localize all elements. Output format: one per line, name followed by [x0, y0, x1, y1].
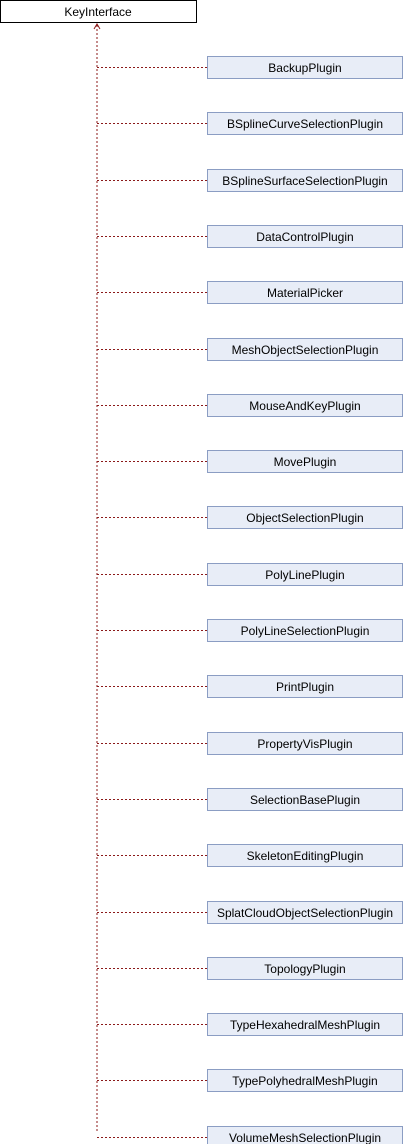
derived-class-label: VolumeMeshSelectionPlugin	[229, 1131, 381, 1144]
derived-class-box	[207, 169, 403, 192]
derived-class-box	[207, 1069, 403, 1092]
derived-class-box	[207, 338, 403, 361]
derived-class-label: BSplineCurveSelectionPlugin	[227, 117, 383, 131]
derived-class-node-bspline-surface-selection-plugin[interactable]: BSplineSurfaceSelectionPlugin	[207, 169, 403, 192]
derived-class-node-data-control-plugin[interactable]: DataControlPlugin	[207, 225, 403, 248]
derived-class-box	[207, 563, 403, 586]
derived-class-box	[207, 732, 403, 755]
derived-class-node-type-polyhedral-mesh-plugin[interactable]: TypePolyhedralMeshPlugin	[207, 1069, 403, 1092]
derived-class-label: PrintPlugin	[276, 680, 334, 694]
derived-class-box	[207, 112, 403, 135]
derived-class-box	[207, 844, 403, 867]
derived-class-box	[207, 675, 403, 698]
derived-class-box	[207, 56, 403, 79]
derived-class-label: TypeHexahedralMeshPlugin	[230, 1018, 380, 1032]
inheritance-arrowhead	[93, 23, 101, 30]
derived-class-box	[207, 225, 403, 248]
derived-class-label: PolyLinePlugin	[265, 568, 344, 582]
derived-class-label: SplatCloudObjectSelectionPlugin	[217, 906, 393, 920]
derived-class-box	[207, 1126, 403, 1144]
derived-class-label: DataControlPlugin	[256, 230, 353, 244]
derived-class-label: TopologyPlugin	[264, 962, 345, 976]
derived-class-node-skeleton-editing-plugin[interactable]: SkeletonEditingPlugin	[207, 844, 403, 867]
derived-class-box	[207, 788, 403, 811]
derived-class-node-print-plugin[interactable]: PrintPlugin	[207, 675, 403, 698]
derived-class-node-object-selection-plugin[interactable]: ObjectSelectionPlugin	[207, 506, 403, 529]
derived-class-node-mesh-object-selection-plugin[interactable]: MeshObjectSelectionPlugin	[207, 338, 403, 361]
base-class-label: KeyInterface	[64, 5, 132, 19]
derived-class-label: ObjectSelectionPlugin	[246, 511, 363, 525]
derived-class-node-material-picker[interactable]: MaterialPicker	[207, 281, 403, 304]
derived-class-label: MeshObjectSelectionPlugin	[232, 343, 379, 357]
derived-class-box	[207, 957, 403, 980]
derived-class-node-poly-line-plugin[interactable]: PolyLinePlugin	[207, 563, 403, 586]
derived-class-label: PolyLineSelectionPlugin	[241, 624, 370, 638]
derived-class-box	[207, 450, 403, 473]
derived-class-label: PropertyVisPlugin	[257, 737, 352, 751]
derived-class-box	[207, 1013, 403, 1036]
derived-class-box	[207, 281, 403, 304]
derived-classes-group: BackupPluginBSplineCurveSelectionPluginB…	[97, 56, 403, 1144]
derived-class-label: TypePolyhedralMeshPlugin	[232, 1074, 377, 1088]
derived-class-label: MouseAndKeyPlugin	[249, 399, 360, 413]
derived-class-node-type-hexahedral-mesh-plugin[interactable]: TypeHexahedralMeshPlugin	[207, 1013, 403, 1036]
derived-class-label: BackupPlugin	[268, 61, 341, 75]
derived-class-box	[207, 506, 403, 529]
derived-class-node-selection-base-plugin[interactable]: SelectionBasePlugin	[207, 788, 403, 811]
derived-class-node-poly-line-selection-plugin[interactable]: PolyLineSelectionPlugin	[207, 619, 403, 642]
derived-class-node-bspline-curve-selection-plugin[interactable]: BSplineCurveSelectionPlugin	[207, 112, 403, 135]
derived-class-label: MaterialPicker	[267, 286, 343, 300]
derived-class-node-mouse-and-key-plugin[interactable]: MouseAndKeyPlugin	[207, 394, 403, 417]
derived-class-label: MovePlugin	[274, 455, 337, 469]
derived-class-node-volume-mesh-selection-plugin[interactable]: VolumeMeshSelectionPlugin	[207, 1126, 403, 1144]
derived-class-node-backup-plugin[interactable]: BackupPlugin	[207, 56, 403, 79]
derived-class-label: BSplineSurfaceSelectionPlugin	[222, 174, 387, 188]
derived-class-node-property-vis-plugin[interactable]: PropertyVisPlugin	[207, 732, 403, 755]
derived-class-label: SelectionBasePlugin	[250, 793, 360, 807]
derived-class-label: SkeletonEditingPlugin	[247, 849, 364, 863]
derived-class-node-move-plugin[interactable]: MovePlugin	[207, 450, 403, 473]
derived-class-box	[207, 394, 403, 417]
base-class-node[interactable]: KeyInterface	[0, 0, 197, 23]
derived-class-box	[207, 901, 403, 924]
derived-class-node-topology-plugin[interactable]: TopologyPlugin	[207, 957, 403, 980]
derived-class-node-splat-cloud-object-selection-plugin[interactable]: SplatCloudObjectSelectionPlugin	[207, 901, 403, 924]
derived-class-box	[207, 619, 403, 642]
